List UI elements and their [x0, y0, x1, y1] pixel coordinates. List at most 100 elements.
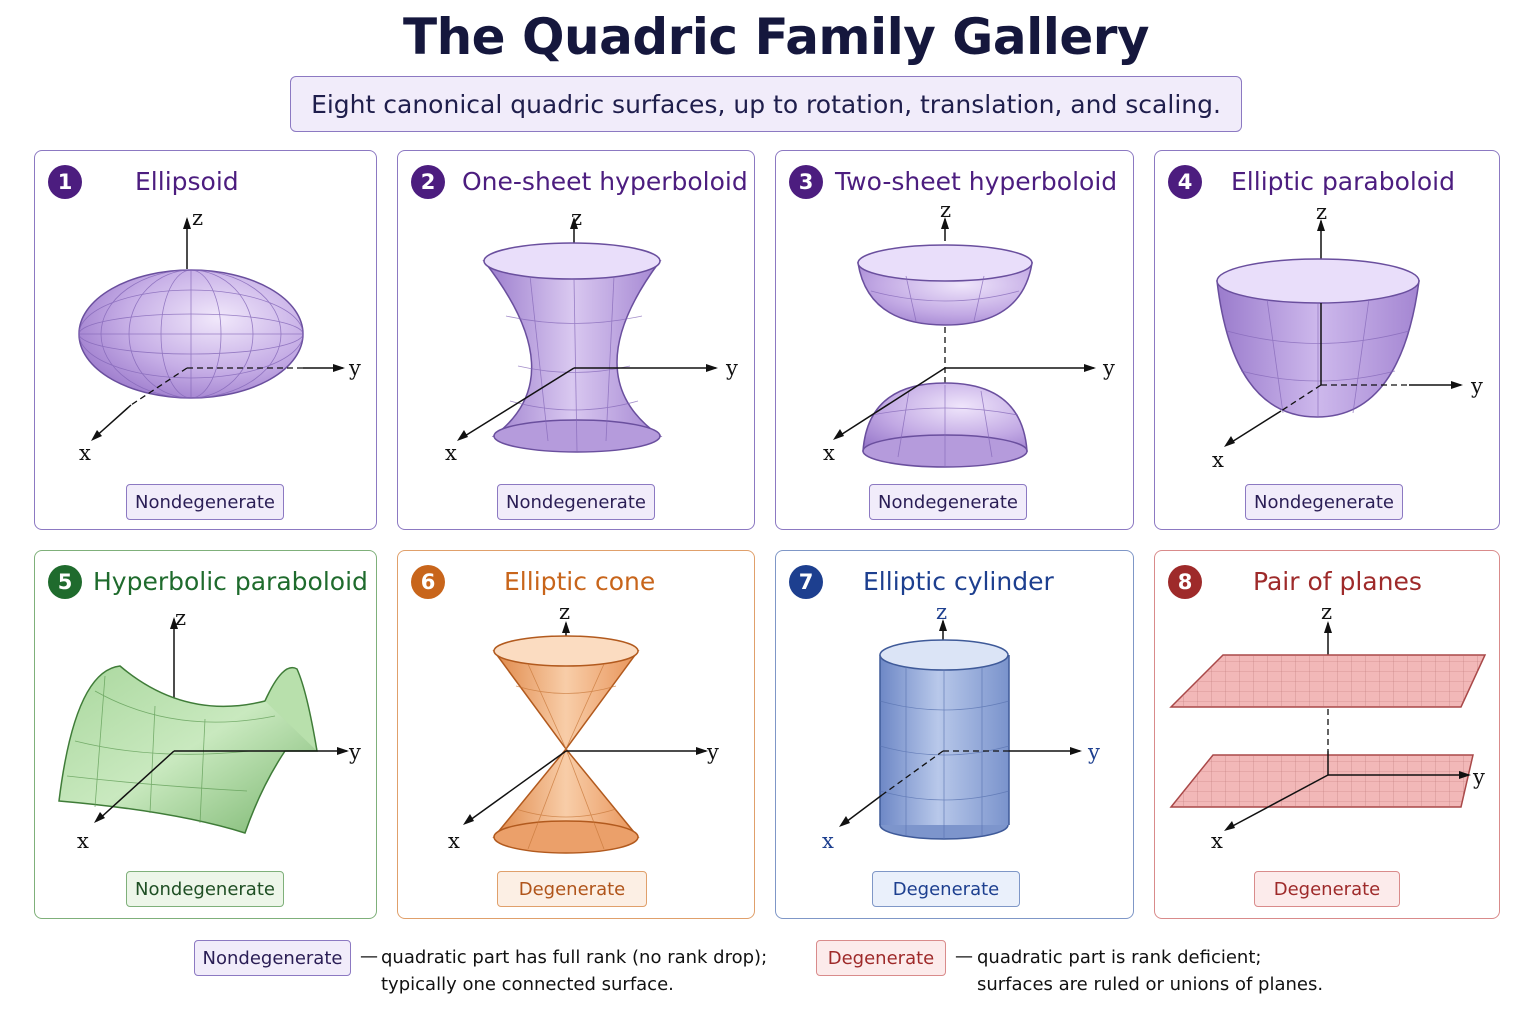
x-arrowhead: [91, 430, 102, 441]
ellipsoid-mesh: [78, 269, 304, 399]
panel-number-badge: 1: [48, 165, 82, 199]
upper-sheet-mesh: [870, 275, 1020, 322]
panel-number-badge: 2: [411, 165, 445, 199]
z-label: z: [1321, 600, 1332, 624]
x-label: x: [1211, 829, 1223, 853]
panel-number-badge: 4: [1168, 165, 1202, 199]
y-arrowhead: [1459, 771, 1471, 779]
x-arrowhead: [839, 816, 850, 827]
z-arrowhead: [939, 619, 947, 631]
z-arrowhead: [1317, 219, 1325, 231]
page-title: The Quadric Family Gallery: [402, 8, 1150, 66]
y-arrowhead: [696, 747, 708, 755]
x-axis: [1226, 774, 1329, 830]
status-badge: Degenerate: [497, 871, 647, 907]
y-arrowhead: [1070, 747, 1082, 755]
panel-number-badge: 6: [411, 565, 445, 599]
y-label: y: [706, 740, 719, 764]
z-label: z: [1316, 200, 1327, 224]
panel-title: Two-sheet hyperboloid: [835, 167, 1118, 196]
x-axis: [1226, 410, 1282, 446]
z-label: z: [936, 600, 947, 624]
panel-two-sheet-hyperboloid: 3 Two-sheet hyperboloid: [775, 150, 1134, 530]
z-arrowhead: [183, 217, 191, 229]
status-badge: Nondegenerate: [869, 484, 1027, 520]
y-arrowhead: [1451, 381, 1463, 389]
z-arrowhead: [1324, 621, 1332, 633]
y-arrowhead: [706, 364, 718, 372]
status-badge: Nondegenerate: [126, 484, 284, 520]
panel-elliptic-cone: 6 Elliptic cone z y x Deg: [397, 550, 755, 919]
x-axis-hidden: [1280, 384, 1322, 412]
y-label: y: [1470, 374, 1483, 398]
panel-title: Elliptic cylinder: [863, 567, 1054, 596]
x-axis: [835, 367, 946, 439]
pair-of-planes-figure: z y x: [1169, 600, 1487, 853]
x-arrowhead: [833, 429, 844, 440]
legend-degenerate-line1: quadratic part is rank deficient;: [977, 947, 1262, 968]
status-badge: Nondegenerate: [1245, 484, 1403, 520]
x-label: x: [448, 829, 460, 853]
legend-degenerate-text: quadratic part is rank deficient; surfac…: [977, 944, 1323, 998]
legend-degenerate-line2: surfaces are ruled or unions of planes.: [977, 974, 1324, 995]
status-badge: Degenerate: [872, 871, 1020, 907]
x-axis-hidden: [881, 750, 944, 796]
y-arrowhead: [337, 747, 349, 755]
legend-nondegenerate-badge: Nondegenerate: [194, 940, 351, 976]
x-label: x: [445, 441, 457, 465]
y-label: y: [348, 356, 361, 380]
z-arrowhead: [941, 217, 949, 229]
x-axis: [465, 750, 567, 824]
y-label: y: [1102, 356, 1115, 380]
x-arrowhead: [463, 814, 474, 825]
panel-ellipsoid: 1 Ellipsoid z y x Nonde: [34, 150, 377, 530]
z-arrowhead: [170, 617, 178, 629]
upper-nappe-rim: [493, 635, 639, 667]
y-label: y: [1087, 740, 1100, 764]
hyperboloid-top-opening: [483, 242, 661, 280]
x-label: x: [822, 829, 834, 853]
legend-degenerate-badge: Degenerate: [816, 940, 946, 976]
x-axis: [96, 750, 175, 822]
two-sheet-hyperboloid-figure: z y x: [823, 198, 1115, 468]
x-label: x: [823, 441, 835, 465]
x-arrowhead: [457, 430, 468, 441]
panel-elliptic-paraboloid: 4 Elliptic paraboloid z y x: [1154, 150, 1500, 530]
z-label: z: [940, 198, 951, 222]
panel-title: Ellipsoid: [135, 167, 239, 196]
panel-number-badge: 8: [1168, 565, 1202, 599]
cylinder-mesh: [879, 667, 1010, 839]
panel-title: Elliptic paraboloid: [1231, 167, 1455, 196]
x-arrowhead: [1224, 436, 1235, 447]
status-badge: Nondegenerate: [126, 871, 284, 907]
lower-plane: [1169, 754, 1474, 808]
y-label: y: [348, 740, 361, 764]
legend-nondegenerate-line2: typically one connected surface.: [381, 974, 674, 995]
hyperbolic-paraboloid-figure: z y x: [58, 606, 361, 853]
upper-plane: [1169, 654, 1487, 708]
saddle-edge-front: [264, 667, 318, 752]
panel-title: Elliptic cone: [504, 567, 656, 596]
x-axis: [459, 367, 575, 440]
x-arrowhead: [1224, 821, 1235, 831]
y-label: y: [725, 356, 738, 380]
x-label: x: [77, 829, 89, 853]
upper-sheet-rim: [857, 244, 1033, 282]
panel-hyperbolic-paraboloid: 5 Hyperbolic paraboloid z y x Nonde: [34, 550, 377, 919]
x-axis: [841, 794, 883, 826]
legend-nondegenerate-text: quadratic part has full rank (no rank dr…: [381, 944, 767, 998]
panel-title: Hyperbolic paraboloid: [93, 567, 368, 596]
z-label: z: [571, 206, 582, 230]
y-arrowhead: [333, 364, 345, 372]
x-arrowhead: [94, 812, 105, 823]
status-badge: Degenerate: [1254, 871, 1400, 907]
z-label: z: [559, 600, 570, 624]
panel-title: Pair of planes: [1253, 567, 1422, 596]
elliptic-cone-figure: z y x: [448, 600, 719, 854]
one-sheet-hyperboloid-figure: z y x: [445, 206, 738, 465]
lower-nappe-rim: [493, 820, 639, 854]
panel-one-sheet-hyperboloid: 2 One-sheet hyperboloid z y x: [397, 150, 755, 530]
paraboloid-rim: [1216, 258, 1420, 304]
saddle-mesh: [66, 675, 276, 824]
subtitle-box: Eight canonical quadric surfaces, up to …: [290, 76, 1242, 132]
